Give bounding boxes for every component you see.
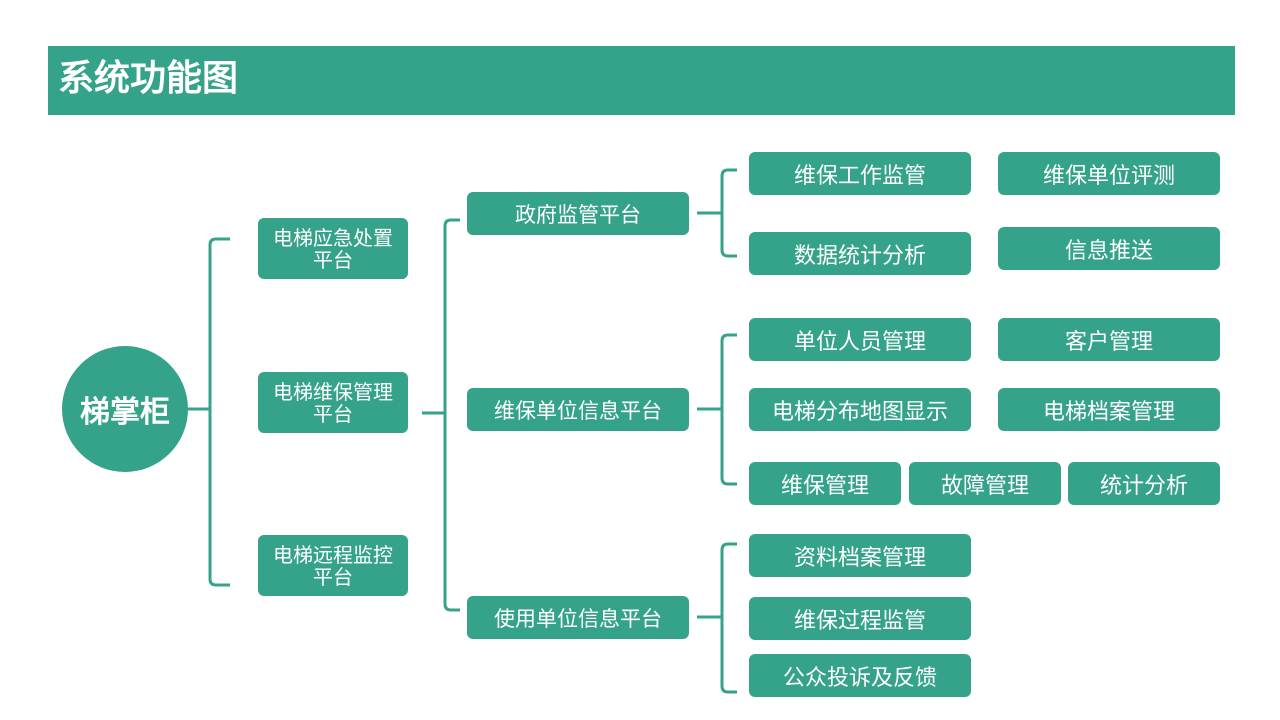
feature-customer-management: 客户管理 [998, 318, 1220, 361]
node-remote-monitor-platform: 电梯远程监控平台 [258, 535, 408, 596]
feature-label: 统计分析 [1099, 473, 1188, 499]
node-maintenance-platform: 电梯维保管理平台 [258, 372, 408, 433]
feature-maint-process-supervision: 维保过程监管 [749, 597, 971, 640]
node-label: 电梯远程监控平台 [273, 542, 393, 589]
feature-label: 单位人员管理 [793, 329, 926, 355]
gov-bracket [720, 168, 737, 258]
feature-label: 公众投诉及反馈 [782, 665, 937, 691]
feature-fault-management: 故障管理 [909, 462, 1061, 505]
feature-label: 维保工作监管 [793, 163, 926, 189]
node-gov-platform: 政府监管平台 [467, 192, 689, 235]
title-bar: 系统功能图 [48, 46, 1235, 115]
feature-maint-management: 维保管理 [749, 462, 901, 505]
feature-public-complaints: 公众投诉及反馈 [749, 654, 971, 697]
feature-label: 电梯分布地图显示 [771, 399, 948, 425]
maint-bracket [720, 333, 737, 486]
page-title: 系统功能图 [58, 58, 239, 99]
feature-document-archive: 资料档案管理 [749, 534, 971, 577]
node-label: 维保单位信息平台 [494, 398, 662, 423]
feature-elevator-map: 电梯分布地图显示 [749, 388, 971, 431]
node-user-unit-platform: 使用单位信息平台 [467, 596, 689, 639]
node-label: 电梯应急处置平台 [273, 225, 393, 272]
feature-label: 客户管理 [1064, 329, 1153, 355]
feature-maint-unit-evaluation: 维保单位评测 [998, 152, 1220, 195]
feature-label: 电梯档案管理 [1042, 399, 1175, 425]
feature-label: 维保管理 [780, 473, 869, 499]
feature-label: 数据统计分析 [793, 243, 926, 269]
user-bracket [720, 542, 737, 694]
platform-bracket [443, 218, 460, 612]
feature-label: 信息推送 [1064, 238, 1153, 264]
node-label: 使用单位信息平台 [494, 606, 662, 631]
feature-label: 维保单位评测 [1042, 163, 1175, 189]
feature-label: 资料档案管理 [793, 545, 926, 571]
feature-statistics-analysis: 统计分析 [1068, 462, 1220, 505]
node-maint-unit-platform: 维保单位信息平台 [467, 388, 689, 431]
feature-staff-management: 单位人员管理 [749, 318, 971, 361]
feature-info-push: 信息推送 [998, 227, 1220, 270]
feature-label: 故障管理 [940, 473, 1029, 499]
root-node: 梯掌柜 [62, 346, 188, 472]
root-bracket [208, 237, 230, 587]
feature-maint-work-supervision: 维保工作监管 [749, 152, 971, 195]
feature-data-statistics: 数据统计分析 [749, 232, 971, 275]
feature-label: 维保过程监管 [793, 608, 926, 634]
node-emergency-platform: 电梯应急处置平台 [258, 218, 408, 279]
node-label: 政府监管平台 [515, 202, 641, 227]
node-label: 电梯维保管理平台 [273, 379, 393, 426]
feature-elevator-records: 电梯档案管理 [998, 388, 1220, 431]
